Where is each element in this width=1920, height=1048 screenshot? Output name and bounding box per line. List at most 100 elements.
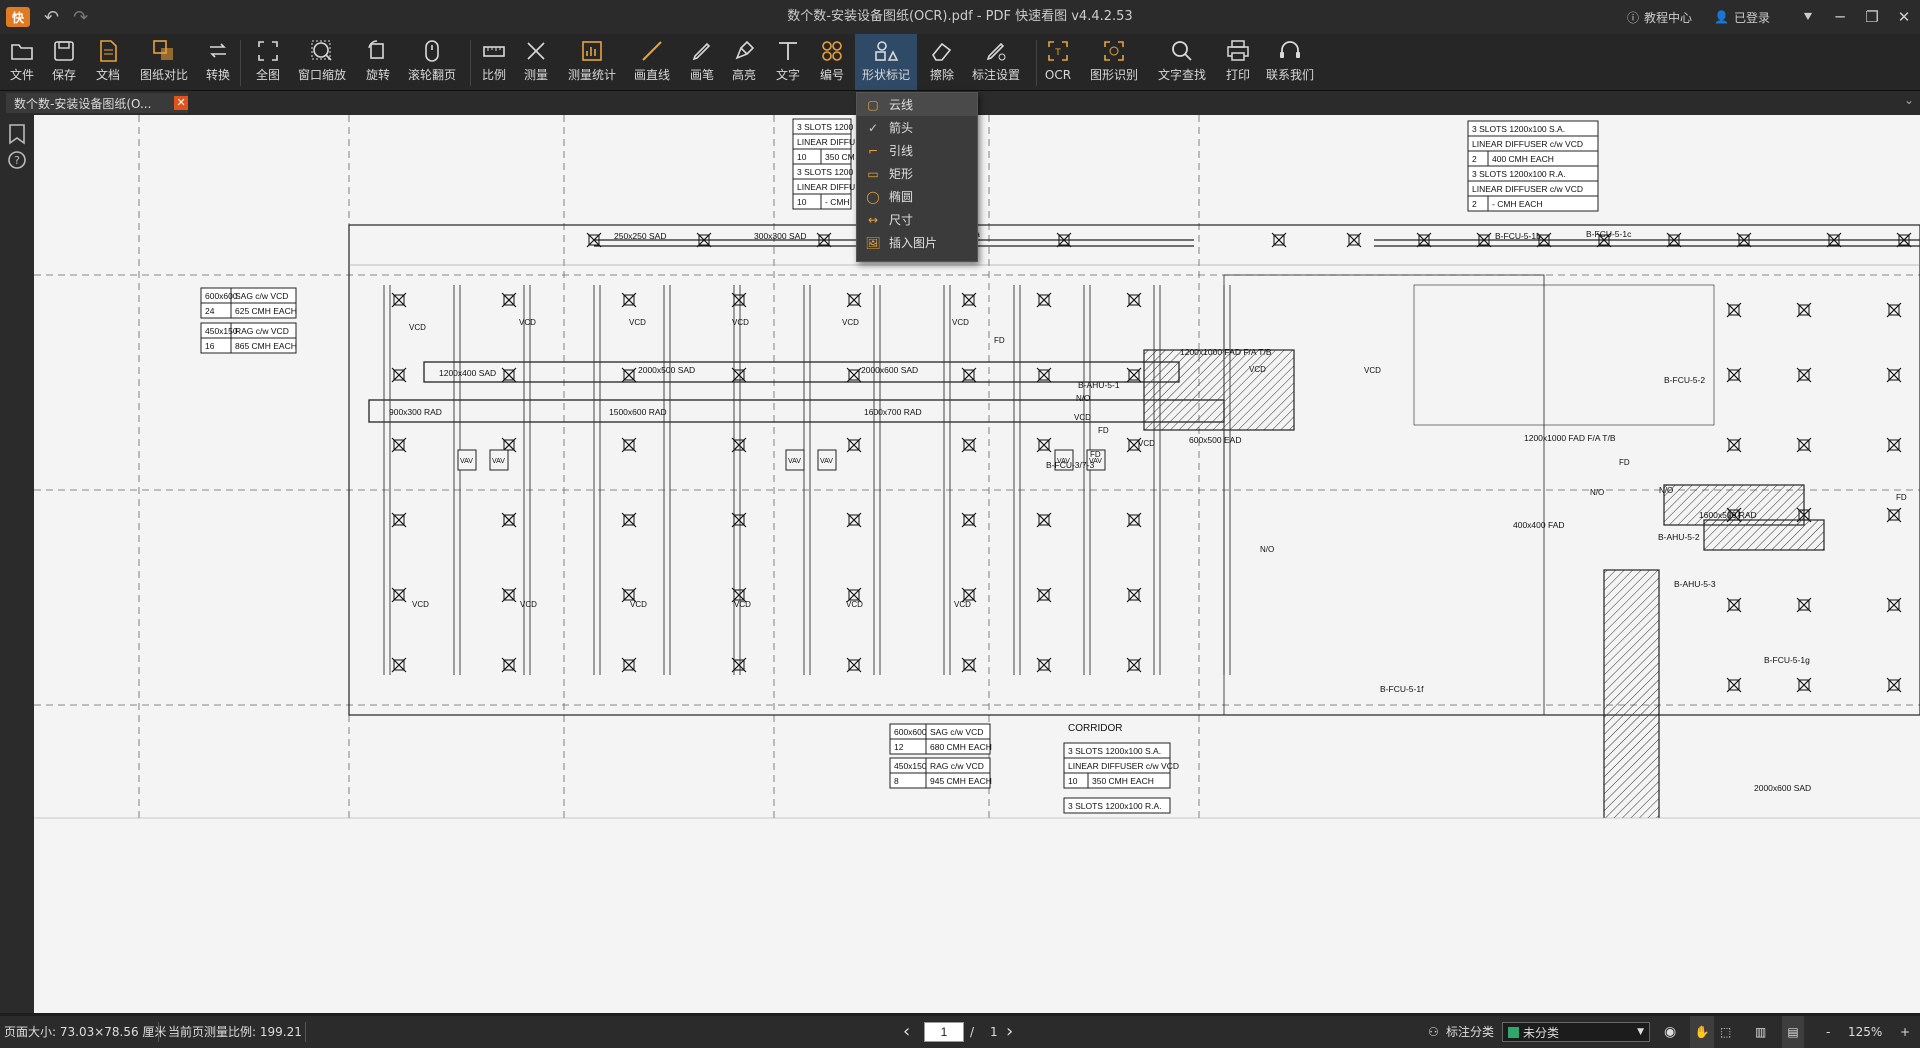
- text-icon: [775, 34, 801, 68]
- tool-eraser-button[interactable]: 擦除: [925, 34, 959, 90]
- close-window-icon[interactable]: ✕: [1897, 8, 1911, 26]
- bookmark-icon[interactable]: [9, 124, 25, 145]
- drawing-label: VCD: [519, 318, 536, 327]
- search-icon: [1169, 34, 1195, 68]
- zoom-out-button[interactable]: -: [1826, 1025, 1831, 1039]
- tool-compare-button[interactable]: 图纸对比: [135, 34, 193, 90]
- shape-menu-item-cloud-line[interactable]: ▢云线: [857, 93, 977, 116]
- check-icon: ✓: [867, 120, 879, 135]
- diffuser-icon: [1738, 234, 1750, 246]
- drawing-label: 350 CMH EACH: [1092, 776, 1154, 786]
- tool-annotation-settings-button[interactable]: 标注设置: [968, 34, 1024, 90]
- diffuser-icon: [1798, 369, 1810, 381]
- shape-menu-item-ellipse[interactable]: ◯椭圆: [857, 185, 977, 208]
- tool-headset-button[interactable]: 联系我们: [1262, 34, 1318, 90]
- shape-menu-item-dimension[interactable]: ↔尺寸: [857, 208, 977, 231]
- single-page-view-icon[interactable]: ▥: [1755, 1025, 1767, 1039]
- drawing-label: 3 SLOTS 1200x100 R.A.: [1472, 169, 1566, 179]
- drawing-label: LINEAR DIFFUSER c/w VCD: [1472, 139, 1583, 149]
- drawing-label: 2000x600 SAD: [861, 365, 918, 375]
- drawing-label: 1200x400 SAD: [439, 368, 496, 378]
- drawing-label: 300x300 SAD: [754, 231, 806, 241]
- tool-shape-recognition-button[interactable]: 图形识别: [1086, 34, 1142, 90]
- pen-icon: [689, 34, 715, 68]
- drawing-label: LINEAR DIFFU: [797, 182, 855, 192]
- category-select[interactable]: 未分类 ▼: [1502, 1022, 1650, 1042]
- tool-rotate-button[interactable]: 旋转: [358, 34, 398, 90]
- diffuser-icon: [848, 369, 860, 381]
- tool-print-button[interactable]: 打印: [1221, 34, 1255, 90]
- tool-text-button[interactable]: 文字: [771, 34, 805, 90]
- login-status[interactable]: 👤 已登录: [1714, 10, 1770, 25]
- tool-scale-ruler-button[interactable]: 比例: [477, 34, 511, 90]
- zoom-in-button[interactable]: +: [1900, 1025, 1911, 1039]
- diffuser-icon: [503, 589, 515, 601]
- rectangle-icon: ▭: [867, 166, 879, 181]
- shape-menu-item-rectangle[interactable]: ▭矩形: [857, 162, 977, 185]
- continuous-view-icon[interactable]: ▤: [1782, 1016, 1804, 1048]
- drawing-label: 945 CMH EACH: [930, 776, 992, 786]
- close-tab-icon[interactable]: ✕: [174, 96, 188, 110]
- shape-menu-item-leader-line[interactable]: ⌐引线: [857, 139, 977, 162]
- drawing-label: VCD: [1138, 439, 1155, 448]
- tool-line-button[interactable]: 画直线: [629, 34, 675, 90]
- tool-numbering-button[interactable]: 编号: [815, 34, 849, 90]
- select-arrow-icon[interactable]: ⬚: [1720, 1025, 1732, 1039]
- tool-label: 编号: [819, 68, 844, 82]
- schedule-cell: [1063, 797, 1171, 814]
- duct-rect: [368, 399, 1225, 423]
- shape-menu-item-insert-image[interactable]: 🖼插入图片: [857, 231, 977, 254]
- undo-icon[interactable]: ↶: [44, 6, 60, 28]
- tool-save-button[interactable]: 保存: [47, 34, 81, 90]
- headset-icon: [1277, 34, 1303, 68]
- tutorial-center-link[interactable]: ⓘ 教程中心: [1627, 10, 1693, 25]
- tool-highlight-button[interactable]: 高亮: [727, 34, 761, 90]
- tool-folder-button[interactable]: 文件: [5, 34, 39, 90]
- drawing-label: N/O: [1260, 545, 1274, 554]
- tool-measure-button[interactable]: 测量: [519, 34, 553, 90]
- next-page-button[interactable]: ›: [1006, 1021, 1014, 1042]
- pan-hand-icon[interactable]: ✋: [1690, 1016, 1714, 1048]
- diffuser-icon: [848, 439, 860, 451]
- drawing-label: 400x400 FAD: [1513, 520, 1565, 530]
- eye-icon[interactable]: ◉: [1664, 1024, 1677, 1040]
- tool-scroll-page-button[interactable]: 滚轮翻页: [404, 34, 460, 90]
- minimize-icon[interactable]: ─: [1835, 8, 1845, 26]
- collapse-chevron-icon[interactable]: ⌄: [1903, 93, 1914, 107]
- tool-fit-all-button[interactable]: 全图: [248, 34, 288, 90]
- diffuser-icon: [503, 294, 515, 306]
- restore-icon[interactable]: ❐: [1865, 8, 1879, 26]
- tool-label: 打印: [1225, 68, 1250, 82]
- tool-shape-mark-button[interactable]: 形状标记: [855, 34, 917, 90]
- toolbar-separator: [240, 40, 241, 86]
- shape-menu-item-arrow[interactable]: ✓ 箭头: [857, 116, 977, 139]
- drawing-label: 2: [1472, 154, 1477, 164]
- shape-menu-label: 箭头: [889, 121, 914, 135]
- tool-convert-button[interactable]: 转换: [198, 34, 238, 90]
- shape-menu-label: 引线: [889, 144, 914, 158]
- diffuser-icon: [1888, 439, 1900, 451]
- tool-measure-stats-button[interactable]: 测量统计: [562, 34, 622, 90]
- tool-label: 比例: [481, 68, 506, 82]
- tool-document-button[interactable]: 文档: [91, 34, 125, 90]
- tool-pen-button[interactable]: 画笔: [685, 34, 719, 90]
- drawing-label: 1200x1000 FAD F/A T/B: [1180, 347, 1272, 357]
- tool-search-button[interactable]: 文字查找: [1154, 34, 1210, 90]
- page-number-input[interactable]: [924, 1022, 964, 1042]
- duct-rect: [1703, 519, 1825, 551]
- document-tab[interactable]: 数个数-安装设备图纸(O... ✕: [6, 93, 188, 113]
- diffuser-icon: [623, 659, 635, 671]
- help-icon[interactable]: ?: [8, 151, 26, 169]
- redo-icon[interactable]: ↷: [73, 6, 89, 28]
- schedule-cell: [1063, 772, 1171, 789]
- drawing-label: 1600x500 RAD: [1699, 510, 1757, 520]
- help-circle-icon: ⓘ: [1627, 10, 1640, 25]
- drawing-label: VCD: [952, 318, 969, 327]
- diffuser-icon: [623, 514, 635, 526]
- menu-dropdown-icon[interactable]: ⯆: [1801, 8, 1814, 26]
- schedule-cell: [792, 193, 852, 210]
- tool-window-zoom-button[interactable]: 窗口缩放: [294, 34, 350, 90]
- prev-page-button[interactable]: ‹: [903, 1021, 911, 1042]
